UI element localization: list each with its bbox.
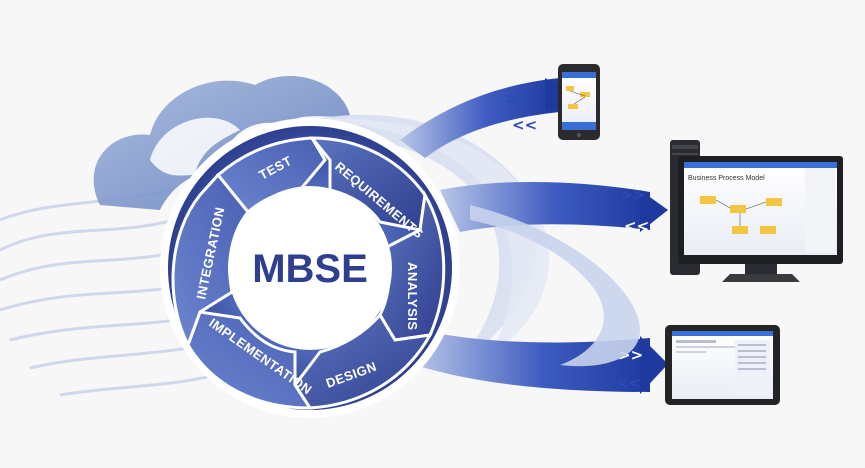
desktop-monitor-icon: Business Process Model bbox=[670, 140, 843, 282]
background-waves bbox=[0, 188, 236, 397]
center-label-mbse: MBSE bbox=[252, 247, 368, 291]
screen-title: Business Process Model bbox=[688, 175, 765, 182]
arrow-backward-glyph: << bbox=[616, 374, 641, 392]
center-disc bbox=[228, 186, 392, 350]
arrow-backward-glyph: << bbox=[512, 116, 537, 134]
arrow-forward-glyph: >> bbox=[505, 90, 530, 108]
arrow-forward-glyph: >> bbox=[620, 186, 645, 204]
arrow-backward-glyph: << bbox=[624, 217, 649, 235]
swoosh-inner bbox=[300, 118, 549, 356]
segment-label-analysis: ANALYSIS bbox=[405, 262, 420, 331]
tablet-icon bbox=[665, 325, 780, 405]
arrow-to-phone: >> << bbox=[400, 78, 575, 158]
arrow-to-tablet: >> << bbox=[415, 330, 668, 394]
cloud-highlight bbox=[150, 117, 240, 176]
cloud-shape bbox=[93, 76, 350, 210]
loop-ribbon bbox=[470, 205, 640, 367]
smartphone-icon bbox=[558, 64, 600, 140]
swoosh-outer bbox=[260, 114, 538, 365]
